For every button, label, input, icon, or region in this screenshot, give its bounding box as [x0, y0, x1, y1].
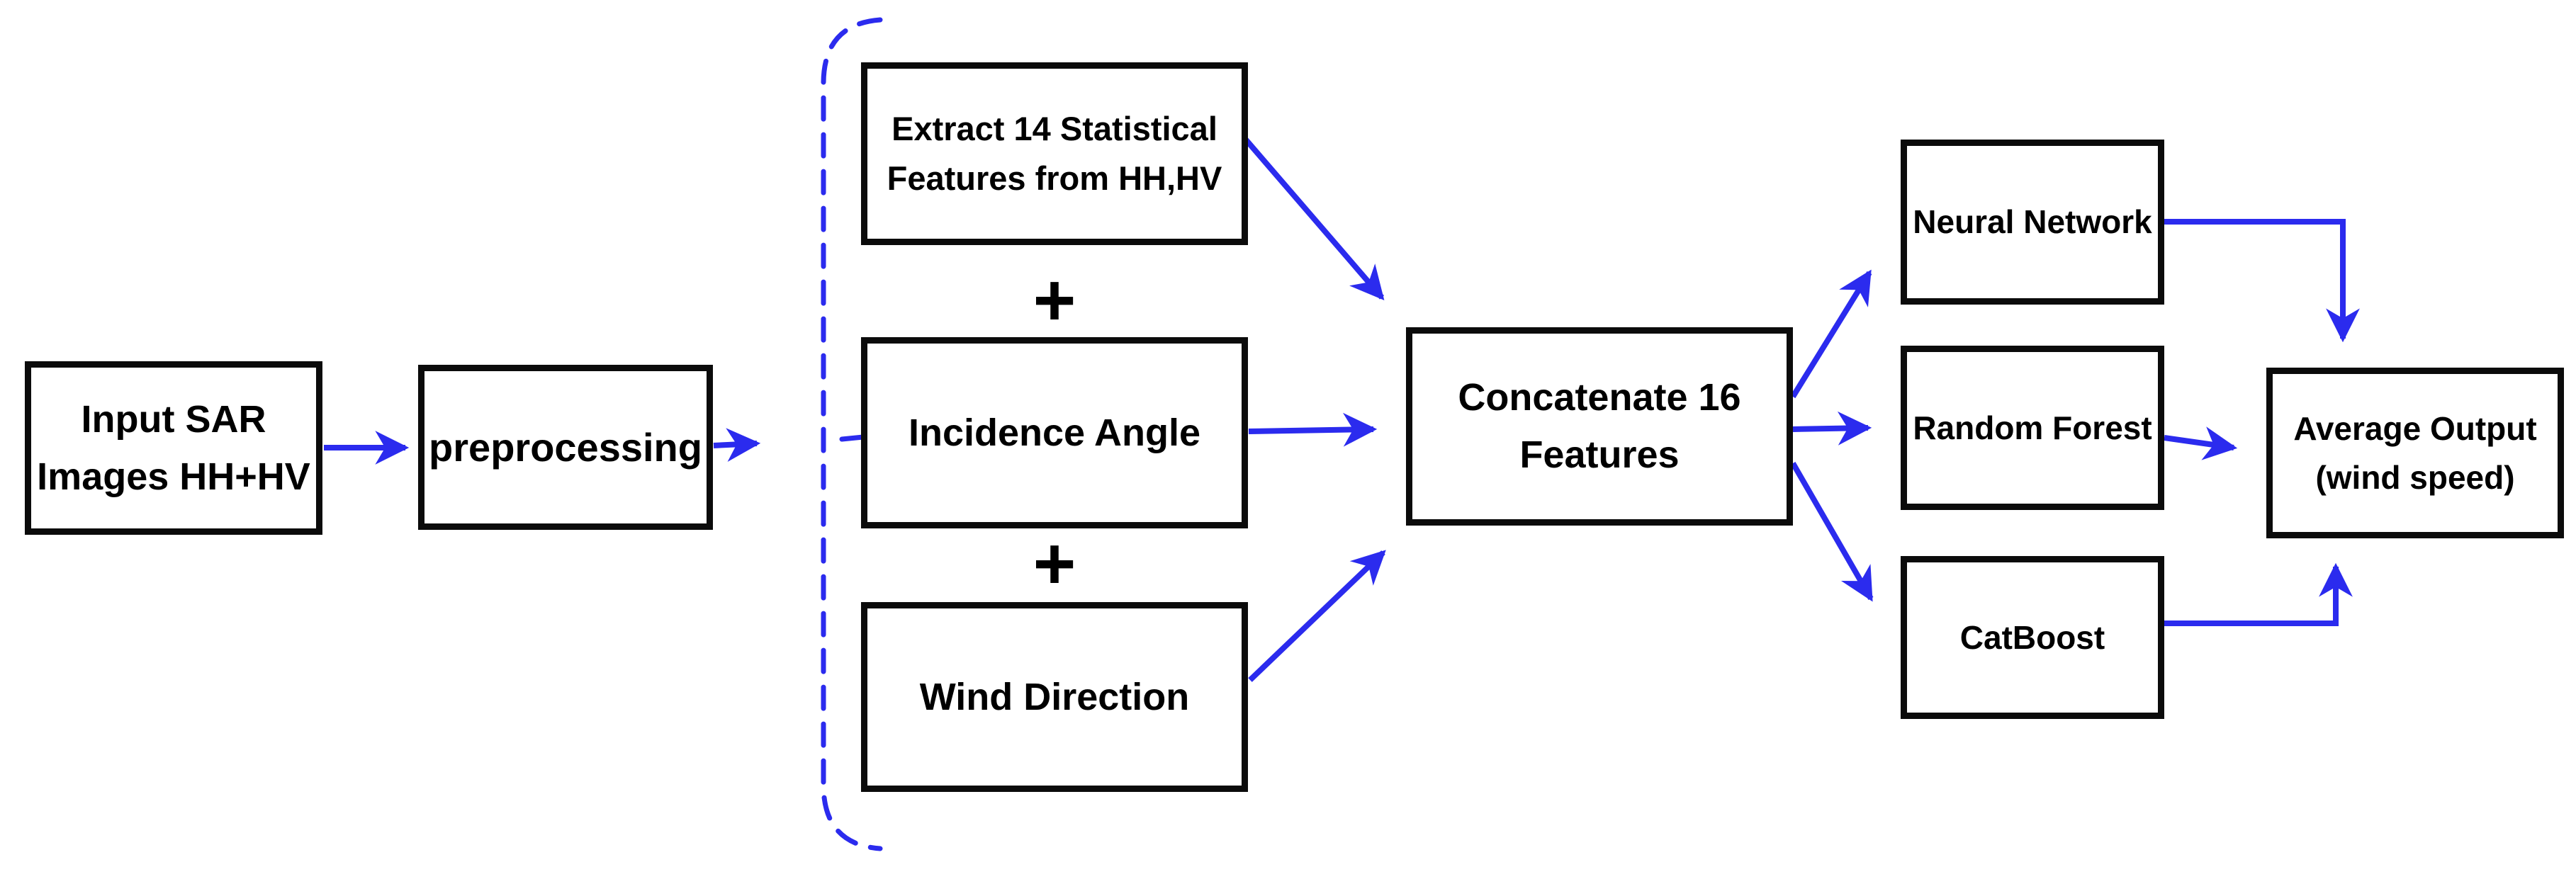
- arrow-catboost-to-average-output: [2164, 562, 2353, 626]
- node-neural-network-label: Neural Network: [1913, 203, 2152, 240]
- node-incidence-angle: Incidence Angle: [861, 337, 1248, 528]
- arrow-concatenate-to-neural-network: [1790, 269, 1872, 399]
- arrow-concatenate-to-random-forest: [1792, 411, 1872, 446]
- node-random-forest: Random Forest: [1901, 346, 2164, 510]
- arrow-random-forest-to-average-output: [2164, 426, 2238, 460]
- node-input-sar: Input SAR Images HH+HV: [25, 361, 322, 535]
- arrow-incidence-to-concatenate: [1248, 412, 1378, 447]
- arrow-preprocessing-dash-fragment: [839, 434, 866, 442]
- node-wind-direction-label: Wind Direction: [919, 675, 1190, 718]
- node-catboost: CatBoost: [1901, 556, 2164, 719]
- node-extract-features-label: Extract 14 Statistical Features from HH,…: [887, 109, 1222, 198]
- feature-group-dashed-bracket: [821, 17, 883, 851]
- node-extract-features: Extract 14 Statistical Features from HH,…: [861, 62, 1248, 245]
- arrow-concatenate-to-catboost: [1790, 462, 1874, 602]
- node-preprocessing-label: preprocessing: [429, 424, 702, 470]
- node-random-forest-label: Random Forest: [1913, 409, 2152, 446]
- node-average-output: Average Output (wind speed): [2266, 368, 2564, 538]
- node-preprocessing: preprocessing: [418, 365, 713, 530]
- plus-operator-1: +: [1033, 259, 1076, 341]
- node-concatenate-features-label: Concatenate 16 Features: [1458, 376, 1741, 476]
- node-concatenate-features: Concatenate 16 Features: [1406, 327, 1793, 526]
- arrow-wind-to-concatenate: [1248, 550, 1386, 682]
- arrow-preprocessing-to-feature-group: [713, 428, 761, 462]
- node-average-output-label: Average Output (wind speed): [2293, 409, 2537, 496]
- node-wind-direction: Wind Direction: [861, 602, 1248, 792]
- arrow-neural-network-to-average-output: [2164, 219, 2360, 343]
- arrow-extract-to-concatenate: [1242, 137, 1385, 300]
- node-input-sar-label: Input SAR Images HH+HV: [37, 397, 310, 498]
- node-incidence-angle-label: Incidence Angle: [908, 411, 1201, 454]
- node-catboost-label: CatBoost: [1959, 618, 2105, 656]
- node-neural-network: Neural Network: [1901, 140, 2164, 305]
- plus-operator-2: +: [1033, 522, 1076, 605]
